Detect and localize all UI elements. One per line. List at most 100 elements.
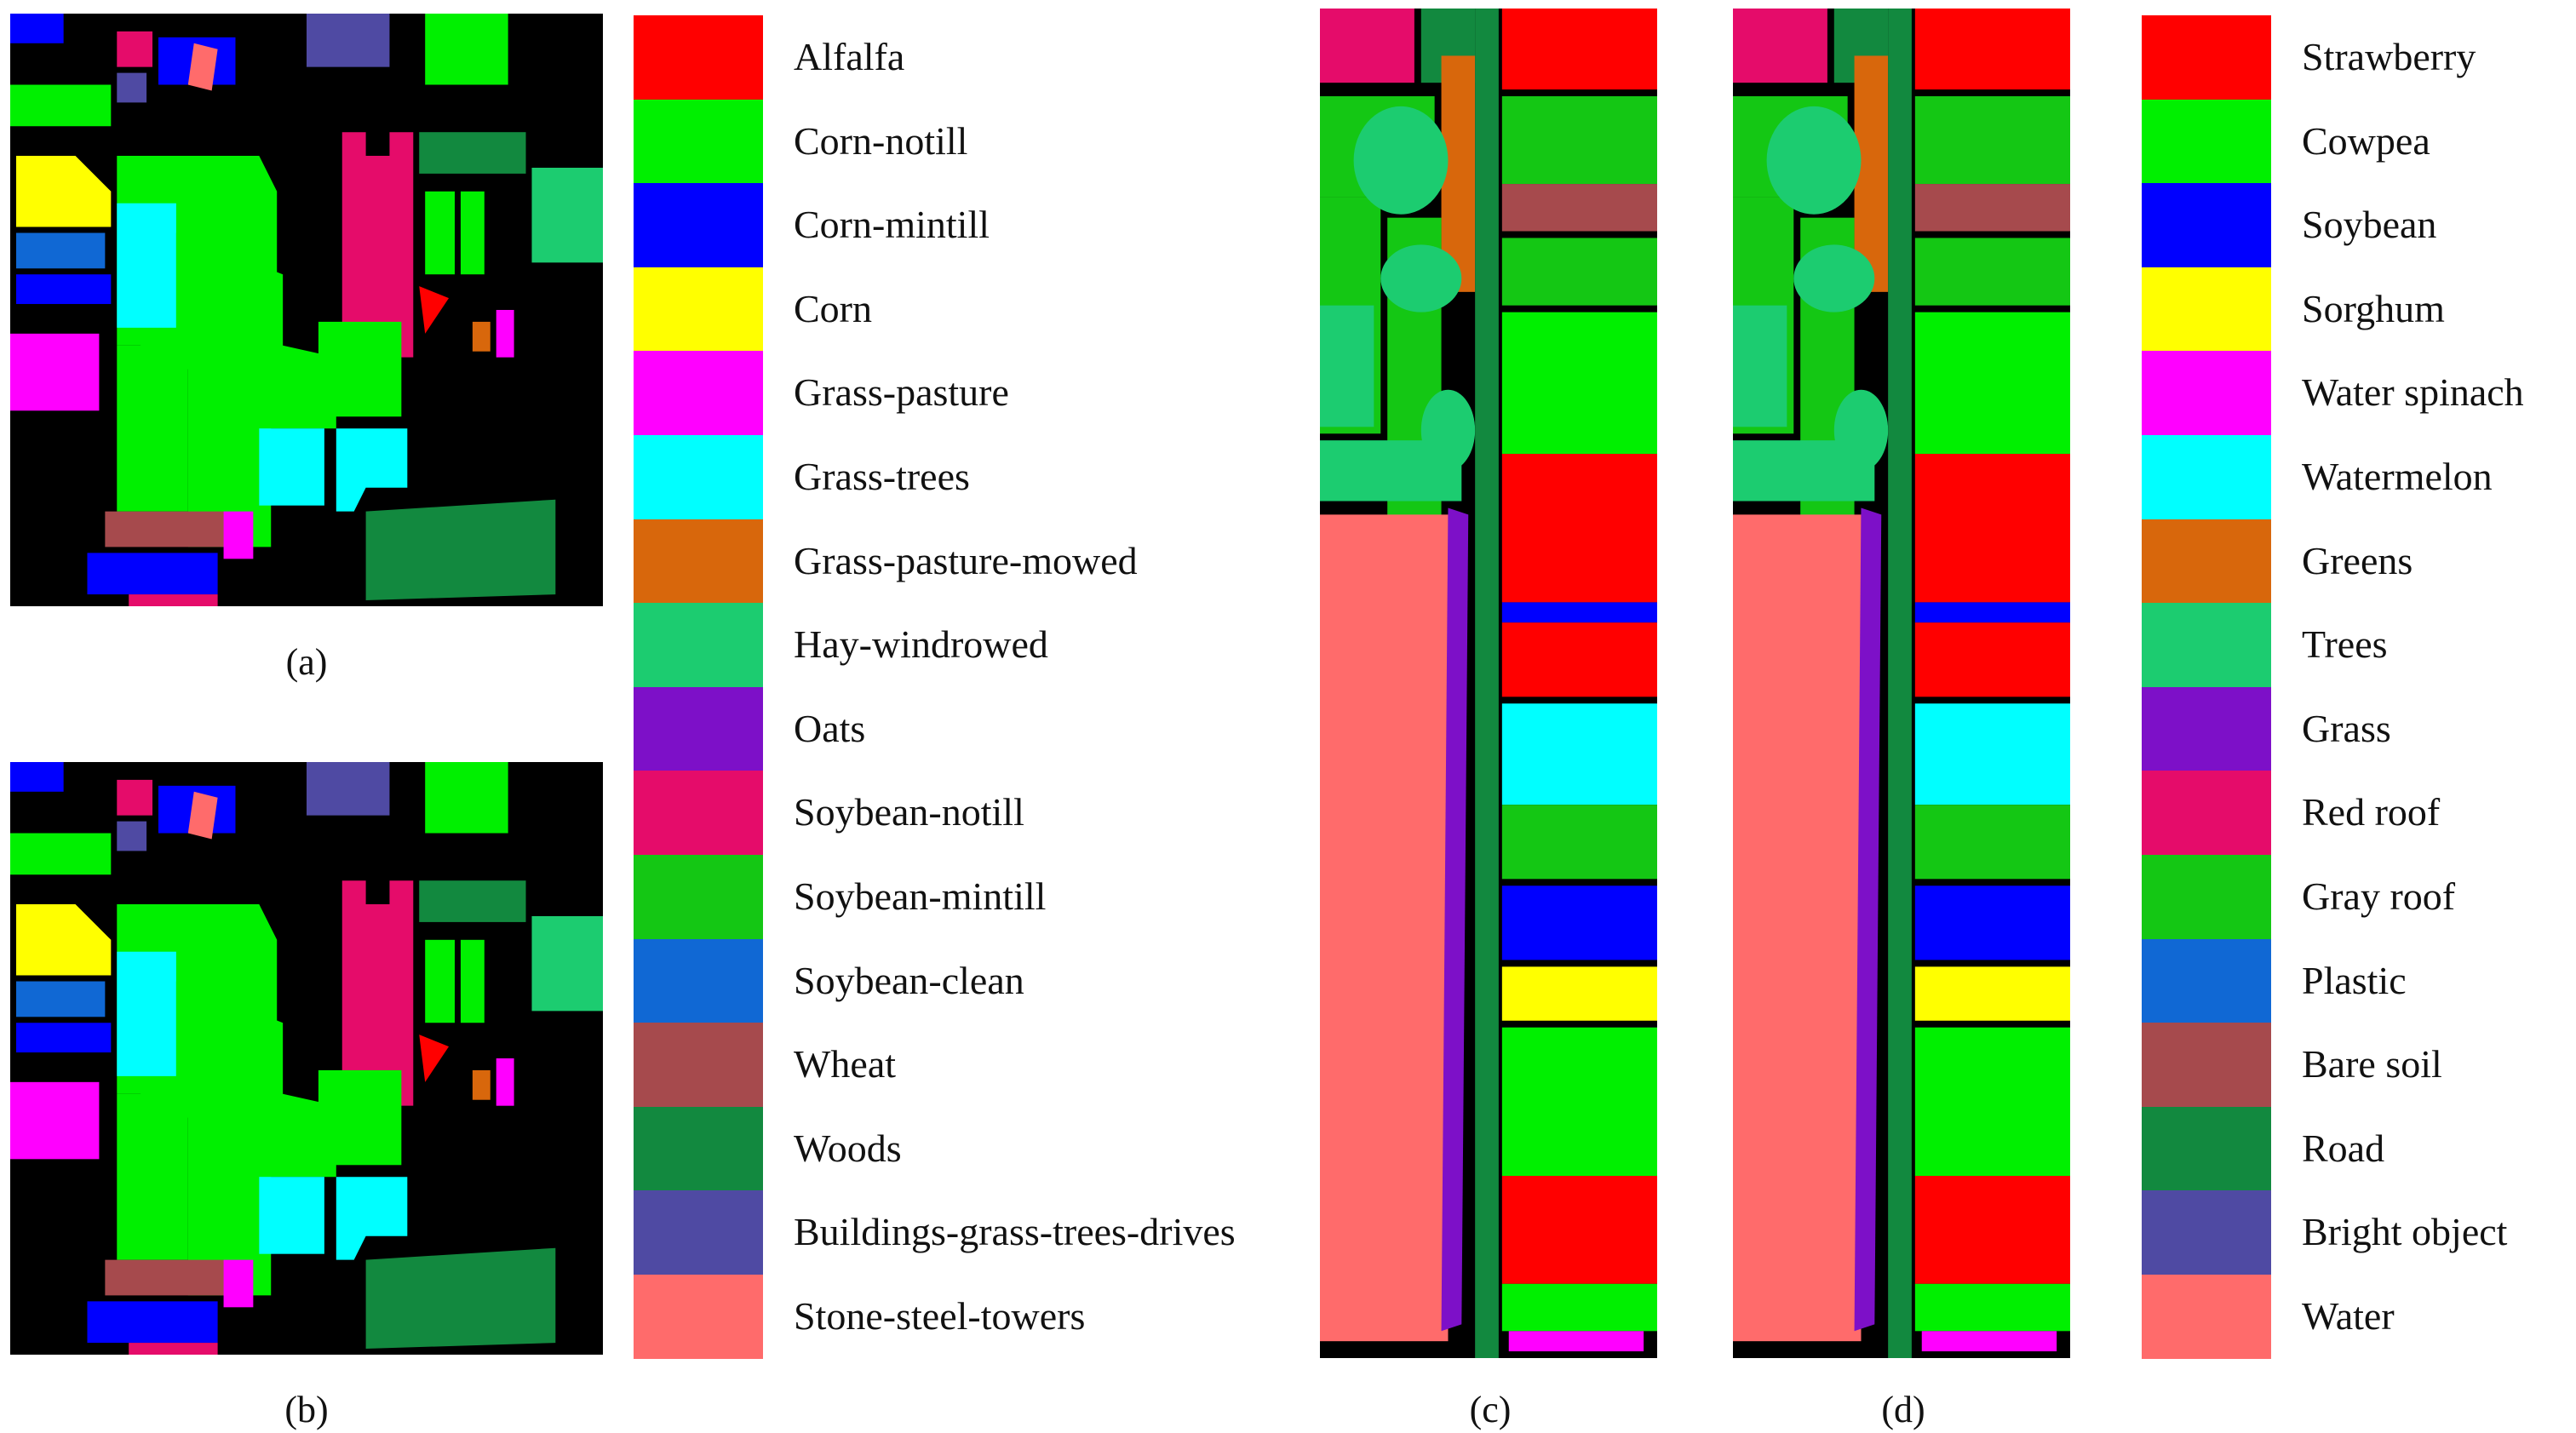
legend-swatch (634, 434, 763, 519)
legend-label: Oats (794, 706, 866, 750)
legend-swatch (2142, 351, 2271, 435)
legend-label: Greens (2302, 538, 2413, 582)
legend-swatch (2142, 15, 2271, 100)
legend-label: Bare soil (2302, 1042, 2442, 1086)
legend-item: Soybean-clean (634, 938, 1315, 1023)
legend-swatch (634, 603, 763, 687)
legend-swatch (2142, 771, 2271, 855)
legend-swatch (2142, 1106, 2271, 1191)
legend-swatch (634, 519, 763, 604)
classification-map-a (10, 14, 603, 606)
legend-item: Grass-trees (634, 434, 1315, 519)
classification-map-d (1733, 9, 2070, 1358)
legend-item: Water (2142, 1274, 2576, 1359)
legend-label: Trees (2302, 622, 2388, 667)
legend-swatch (2142, 938, 2271, 1023)
legend-swatch (2142, 434, 2271, 519)
legend-label: Road (2302, 1126, 2385, 1170)
legend-swatch (2142, 686, 2271, 771)
legend-label: Alfalfa (794, 35, 905, 78)
legend-item: Wheat (634, 1023, 1315, 1107)
legend-swatch (634, 351, 763, 435)
legend-swatch (2142, 603, 2271, 687)
legend-item: Red roof (2142, 771, 2576, 855)
legend-swatch (634, 1106, 763, 1191)
legend-swatch (634, 1274, 763, 1359)
classification-map-b (10, 762, 603, 1355)
legend-label: Strawberry (2302, 35, 2476, 78)
legend-item: Bare soil (2142, 1023, 2576, 1107)
caption-a: (a) (285, 641, 328, 683)
legend-label: Wheat (794, 1042, 897, 1086)
legend-label: Watermelon (2302, 454, 2493, 498)
legend-item: Hay-windrowed (634, 603, 1315, 687)
legend-label: Grass-trees (794, 454, 970, 498)
legend-swatch (634, 267, 763, 352)
legend-item: Soybean (2142, 183, 2576, 267)
legend-swatch (2142, 183, 2271, 267)
legend-swatch (634, 1190, 763, 1275)
legend-swatch (2142, 519, 2271, 604)
legend-item: Soybean-notill (634, 771, 1315, 855)
legend-item: Plastic (2142, 938, 2576, 1023)
legend-label: Corn (794, 286, 872, 330)
legend-label: Bright object (2302, 1210, 2508, 1254)
legend-label: Red roof (2302, 790, 2441, 834)
legend-swatch (634, 1023, 763, 1107)
legend-item: Bright object (2142, 1190, 2576, 1275)
legend-swatch (2142, 1190, 2271, 1275)
legend-swatch (634, 854, 763, 939)
legend-item: Grass-pasture (634, 351, 1315, 435)
caption-b: (b) (284, 1389, 329, 1430)
legend-swatch (2142, 854, 2271, 939)
legend-item: Oats (634, 686, 1315, 771)
legend-label: Corn-notill (794, 118, 968, 163)
legend-item: Gray roof (2142, 854, 2576, 939)
legend-label: Grass-pasture (794, 370, 1009, 415)
legend-item: Corn (634, 267, 1315, 352)
legend-label: Buildings-grass-trees-drives (794, 1210, 1236, 1254)
legend-swatch (2142, 267, 2271, 352)
legend-swatch (634, 99, 763, 184)
legend-label: Soybean (2302, 203, 2437, 247)
legend-item: Stone-steel-towers (634, 1274, 1315, 1359)
legend-item: Trees (2142, 603, 2576, 687)
legend-label: Plastic (2302, 958, 2407, 1002)
legend-item: Watermelon (2142, 434, 2576, 519)
legend-item: Grass-pasture-mowed (634, 519, 1315, 604)
legend-swatch (634, 183, 763, 267)
legend-label: Woods (794, 1126, 902, 1170)
legend-label: Water spinach (2302, 370, 2524, 415)
legend-label: Hay-windrowed (794, 622, 1048, 667)
legend-swatch (2142, 99, 2271, 184)
legend-item: Cowpea (2142, 99, 2576, 184)
legend-label: Sorghum (2302, 286, 2445, 330)
legend-swatch (634, 771, 763, 855)
legend-item: Corn-notill (634, 99, 1315, 184)
legend-item: Woods (634, 1106, 1315, 1191)
legend-swatch (634, 686, 763, 771)
legend-label: Water (2302, 1293, 2395, 1338)
legend-item: Corn-mintill (634, 183, 1315, 267)
legend-swatch (2142, 1023, 2271, 1107)
legend-label: Cowpea (2302, 118, 2430, 163)
legend-swatch (2142, 1274, 2271, 1359)
legend-item: Road (2142, 1106, 2576, 1191)
legend-item: Alfalfa (634, 15, 1315, 100)
legend-item: Buildings-grass-trees-drives (634, 1190, 1315, 1275)
legend-item: Greens (2142, 519, 2576, 604)
legend-swatch (634, 15, 763, 100)
legend-label: Soybean-mintill (794, 874, 1047, 918)
legend-item: Sorghum (2142, 267, 2576, 352)
legend-label: Grass (2302, 706, 2391, 750)
legend-swatch (634, 938, 763, 1023)
classification-map-c (1320, 9, 1657, 1358)
legend-item: Grass (2142, 686, 2576, 771)
legend-label: Grass-pasture-mowed (794, 538, 1138, 582)
legend-item: Water spinach (2142, 351, 2576, 435)
legend-label: Soybean-notill (794, 790, 1024, 834)
legend-item: Soybean-mintill (634, 854, 1315, 939)
legend-label: Stone-steel-towers (794, 1293, 1086, 1338)
